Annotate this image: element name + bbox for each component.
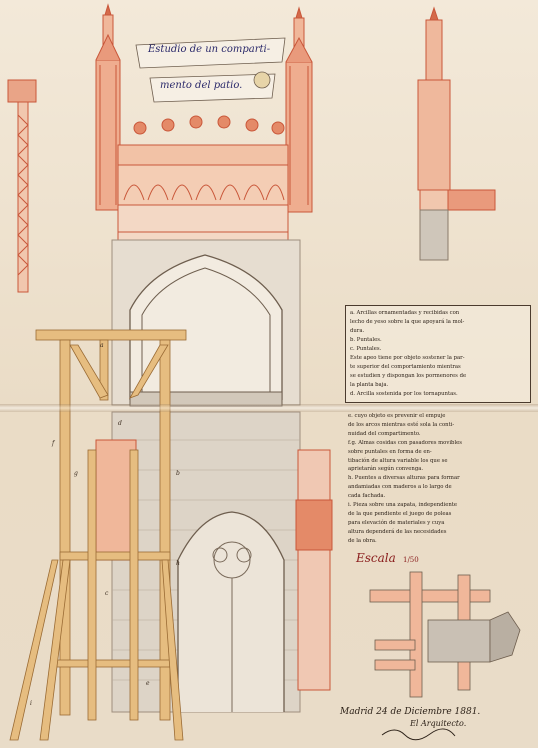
note-line: i. Pieza sobre una zapata, independiente [348,502,458,509]
title-scroll [135,37,286,103]
label-h: h [176,560,180,567]
note-line: aprietarán según convenga. [348,466,424,473]
legend-line: dura. [350,328,365,334]
title-line-2: mento del patio. [160,80,243,91]
legend-line: se estudien y dispongan los pormenores d… [350,373,467,379]
label-f: f [52,440,55,447]
note-line: cada fachada. [348,493,386,500]
stone-wall [111,239,301,713]
ornament-strip [7,79,37,293]
label-b: b [176,470,180,477]
note-line: de la que pendiente el juego de poleas [348,510,452,517]
note-line: sobre puntales en forma de en- [348,448,432,455]
legend-line: la planta baja. [350,382,389,388]
architect-title: El Arquitecto. [410,719,467,728]
legend-line: b. Puntales. [350,337,382,343]
note-line: f.g. Almas cosidas con pasadores movible… [348,439,462,446]
note-line: nuidad del compartimento. [348,430,421,437]
legend-box: a. Arcillas ornamentadas y recibidas con… [345,305,531,403]
label-i: i [30,700,32,707]
label-d: d [118,420,122,427]
note-line: de la obra. [348,537,377,544]
legend-line: c. Puntales. [350,346,382,352]
gothic-crown [95,3,313,241]
side-elevation [417,6,496,261]
note-line: andamiadas con maderos a lo largo de [348,484,452,491]
notes-block: e. cuyo objeto es prevenir el empuje de … [348,412,530,546]
note-line: e. cuyo objeto es prevenir el empuje [348,413,446,419]
signature [381,728,456,741]
floor-plan [369,571,521,698]
note-line: tibación de altura variable los que se [348,457,448,464]
timber-shoring [9,329,187,741]
label-a: a [100,342,104,349]
note-line: h. Puentes a diversas alturas para forma… [348,475,460,482]
note-line: altura dependerá de las necesidades [348,528,447,535]
legend-line: d. Arcilla sostenida por los tornapuntas… [350,391,458,397]
sheet-fold [0,404,538,412]
legend-line: lecho de yeso sobre la que apoyará la mo… [350,319,465,325]
label-c: c [105,590,109,597]
title-line-1: Estudio de un comparti- [148,44,271,55]
drawing-date: Madrid 24 de Diciembre 1881. [340,707,481,717]
legend-line: te superior del comportamiento mientras [350,364,461,370]
scale-unit: 1/50 [403,556,419,564]
legend-line: Este apeo tiene por objeto sostener la p… [350,355,465,361]
label-e: e [146,680,150,687]
note-line: de los arcos mientras esté sola la conti… [348,421,455,428]
legend-line: a. Arcillas ornamentadas y recibidas con [350,310,460,316]
label-g: g [74,470,78,477]
note-line: para elevación de materiales y cuya [348,519,445,526]
scale-title: Escala [356,551,396,565]
